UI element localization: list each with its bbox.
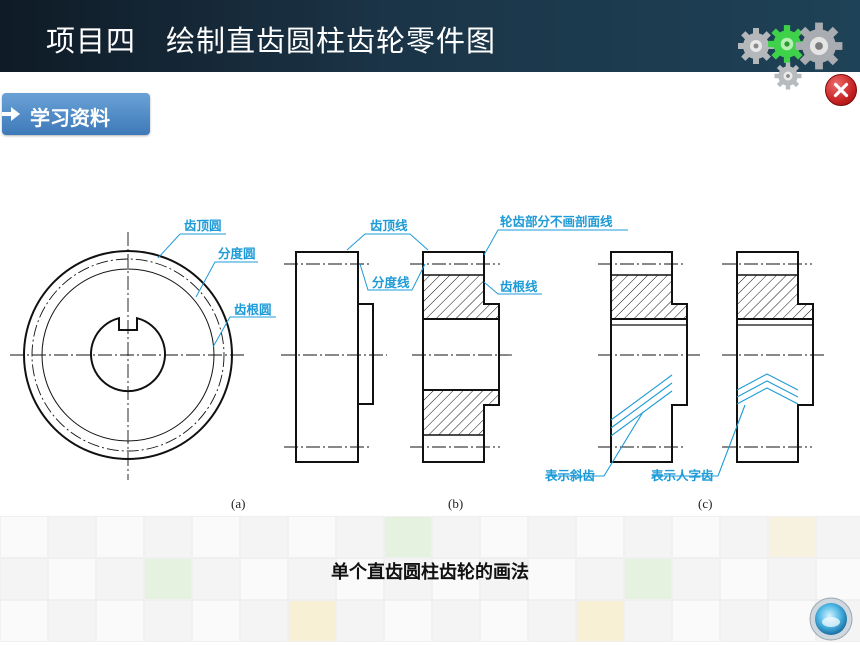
label-helical: 表示斜齿: [544, 468, 596, 483]
tile: [144, 558, 192, 600]
tile: [144, 516, 192, 558]
tile: [624, 516, 672, 558]
tile: [336, 600, 384, 642]
tile: [624, 600, 672, 642]
label-root-circle: 齿根圆: [234, 302, 272, 317]
tab-label: 学习资料: [30, 106, 110, 130]
tile: [192, 558, 240, 600]
tile: [192, 600, 240, 642]
tile: [768, 600, 816, 642]
tile: [336, 516, 384, 558]
figure-caption: 单个直齿圆柱齿轮的画法: [331, 562, 529, 583]
tile: [96, 516, 144, 558]
tile: [816, 516, 860, 558]
label-tip-circle: 齿顶圆: [184, 218, 222, 233]
tile: [720, 558, 768, 600]
herringbone-view-c: [722, 251, 826, 463]
tile: [432, 558, 480, 600]
tile: [624, 558, 672, 600]
arrow-right-icon: [2, 107, 20, 121]
tile: [432, 600, 480, 642]
title-topic: 绘制直齿圆柱齿轮零件图: [166, 24, 497, 58]
helical-view-c: [598, 251, 700, 463]
label-root-line: 齿根线: [500, 279, 538, 294]
label-pitch-line: 分度线: [372, 275, 410, 290]
side-view-b: [281, 251, 387, 463]
tile: [288, 516, 336, 558]
label-tip-line: 齿顶线: [370, 218, 408, 233]
tile: [240, 516, 288, 558]
tile: [48, 600, 96, 642]
tile: [384, 600, 432, 642]
tile: [288, 600, 336, 642]
tile: [432, 516, 480, 558]
gears-icon: [738, 22, 843, 90]
nav-circle-icon[interactable]: [808, 596, 854, 642]
tile: [384, 516, 432, 558]
front-view-a: [10, 232, 245, 480]
caption-b: (b): [448, 496, 463, 511]
caption-c: (c): [698, 496, 712, 511]
label-pitch-circle: 分度圆: [218, 246, 256, 261]
tile: [576, 516, 624, 558]
gear-drawing: 齿顶圆 分度圆 齿根圆 (a) 齿顶线 分度线 轮齿部分不画剖面线 齿根线 (b…: [10, 214, 826, 511]
tile: [720, 516, 768, 558]
tile: [96, 558, 144, 600]
tile: [480, 558, 528, 600]
caption-a: (a): [231, 496, 245, 511]
tile: [48, 516, 96, 558]
title-project: 项目四: [46, 24, 137, 58]
tile: [192, 516, 240, 558]
tile: [672, 558, 720, 600]
tile: [336, 558, 384, 600]
tile: [528, 558, 576, 600]
header-bar: 项目四绘制直齿圆柱齿轮零件图: [0, 0, 860, 72]
study-material-tab[interactable]: 学习资料: [2, 93, 150, 135]
tile: [240, 558, 288, 600]
tile: [768, 516, 816, 558]
tile: [768, 558, 816, 600]
tile: [816, 558, 860, 600]
tile: [48, 558, 96, 600]
tile: [144, 600, 192, 642]
tile: [576, 600, 624, 642]
page-title: 项目四绘制直齿圆柱齿轮零件图: [46, 18, 496, 60]
tile: [480, 600, 528, 642]
label-herringbone: 表示人字齿: [650, 468, 714, 483]
tile: [384, 558, 432, 600]
tile: [480, 516, 528, 558]
tile: [96, 600, 144, 642]
tile: [576, 558, 624, 600]
tile: [0, 516, 48, 558]
close-icon: [833, 82, 849, 98]
label-no-hatch-line: 轮齿部分不画剖面线: [500, 214, 613, 229]
tile: [0, 558, 48, 600]
tile: [288, 558, 336, 600]
tile: [528, 516, 576, 558]
tile: [720, 600, 768, 642]
section-view-b: [410, 251, 512, 463]
tile: [672, 516, 720, 558]
tile: [240, 600, 288, 642]
tile: [672, 600, 720, 642]
close-button[interactable]: [825, 74, 857, 106]
tile: [0, 600, 48, 642]
tile: [528, 600, 576, 642]
